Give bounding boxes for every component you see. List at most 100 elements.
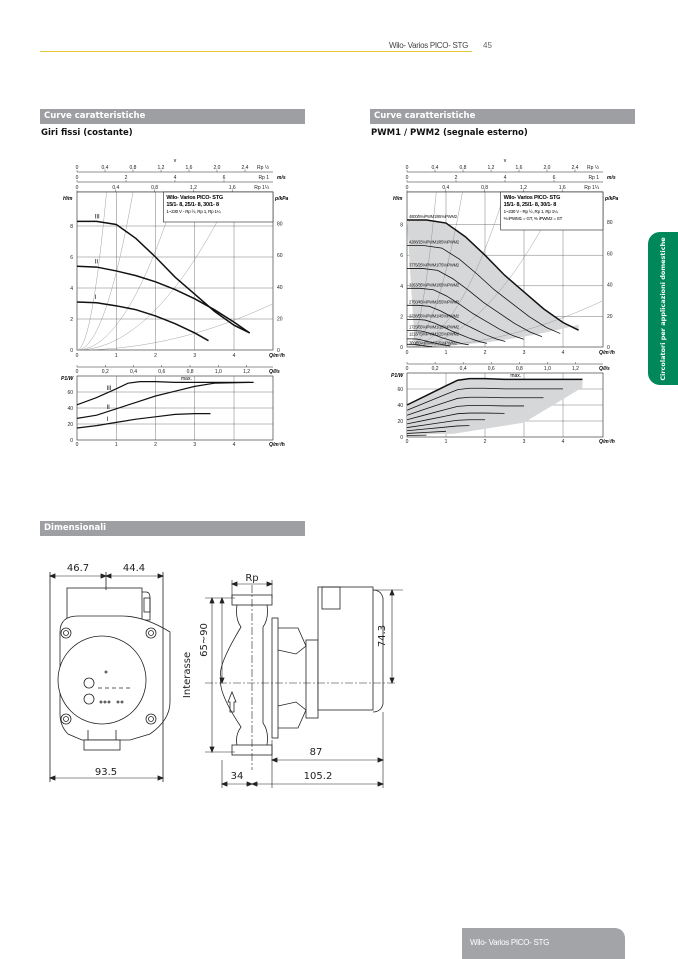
x-tick-label: 1	[445, 439, 448, 445]
power-curve-rpm	[406, 412, 505, 425]
x-tick-label: 2	[154, 353, 157, 359]
y2-axis-label: p/kPa	[274, 196, 289, 202]
header-rule	[40, 51, 472, 52]
y2-tick-label: 0	[277, 348, 280, 354]
power-curve-rpm	[406, 430, 447, 434]
curve-label: 4800/5%iPWM1/95%iPWM2	[409, 214, 458, 219]
velocity-tick-label: 0,4	[442, 185, 449, 191]
x-tick-label: 3	[193, 442, 196, 448]
y-tick-label: 2	[70, 317, 73, 323]
x-axis-label: Q/m³/h	[599, 439, 615, 445]
section-bar-dimensions: Dimensionali	[40, 521, 305, 536]
ls-tick-label: 0,6	[158, 369, 165, 375]
y2-tick-label: 80	[607, 220, 613, 226]
x-tick-label: 4	[233, 442, 236, 448]
y2-tick-label: 0	[607, 345, 610, 351]
header-title: Wilo- Varios PICO- STG	[389, 41, 469, 50]
curve-label: 700/85%iPWM1/15%iPWM2	[409, 341, 458, 346]
x-tick-label: 0	[76, 353, 79, 359]
footer-label: Wilo- Varios PICO- STG	[470, 938, 550, 947]
velocity-unit: m/s	[607, 175, 616, 181]
dim-105-2: 105.2	[304, 771, 333, 782]
x-tick-label: 0	[406, 439, 409, 445]
pipe-size-label: Rp ½	[587, 164, 600, 171]
velocity-tick-label: 4	[174, 175, 177, 181]
velocity-tick-label: 0	[406, 175, 409, 181]
velocity-unit: m/s	[277, 175, 286, 181]
pump-curve-rpm	[407, 343, 433, 348]
power-curve-rpm	[406, 425, 470, 432]
dim-34: 34	[231, 771, 244, 782]
x-axis-label: Q/m³/h	[599, 350, 615, 356]
curve-label: 1725/65%iPWM1/35%iPWM2	[409, 325, 460, 330]
pump-curve-rpm	[407, 287, 524, 340]
side-tab: Circolatori per applicazioni domestiche	[648, 232, 678, 385]
curve-label: I	[95, 295, 97, 301]
dim-93-5: 93.5	[95, 767, 117, 778]
velocity-tick-label: 0,8	[460, 165, 467, 171]
velocity-tick-label: 0	[76, 185, 79, 191]
power-curve-rpm	[406, 419, 485, 428]
power-curve-I	[76, 413, 211, 429]
pump-curve-rpm	[407, 268, 543, 337]
legend-text: % iPWM1 = GT, % iPWM2 = ST	[504, 216, 563, 221]
power-curve-rpm	[406, 405, 524, 421]
pipe-size-label: Rp 1	[588, 175, 599, 181]
x-tick-label: 1	[115, 442, 118, 448]
power-curve-rpm	[406, 396, 544, 416]
pipe-size-label: Rp 1¼	[254, 185, 270, 191]
ls-tick-label: 0,4	[460, 366, 467, 372]
y-axis-label: H/m	[63, 196, 73, 202]
legend-box	[163, 191, 274, 223]
subtitle-pwm: PWM1 / PWM2 (segnale esterno)	[371, 128, 528, 138]
power-tick-label: 60	[67, 390, 73, 396]
y2-tick-label: 40	[607, 283, 613, 289]
pump-curve-rpm	[407, 245, 561, 334]
y-tick-label: 0	[70, 348, 73, 354]
ls-tick-label: 0,6	[488, 366, 495, 372]
footer-tab: Wilo- Varios PICO- STG	[462, 928, 625, 959]
velocity-tick-label: 2,4	[242, 165, 249, 171]
x-tick-label: 1	[445, 350, 448, 356]
velocity-tick-label: 0	[76, 175, 79, 181]
velocity-tick-label: 1,2	[158, 165, 165, 171]
page-number: 45	[483, 41, 492, 50]
velocity-tick-label: 1,2	[190, 185, 197, 191]
system-curve	[77, 192, 233, 350]
velocity-tick-label: 4	[504, 175, 507, 181]
pipe-size-label: Rp 1¼	[584, 185, 600, 191]
y-axis-label: H/m	[393, 196, 403, 202]
power-axis-label: P1/W	[391, 373, 405, 379]
system-curve	[77, 303, 273, 350]
y2-axis-label: p/kPa	[604, 196, 619, 202]
dim-46-7: 46.7	[67, 563, 89, 574]
velocity-tick-label: 0	[406, 185, 409, 191]
x-tick-label: 1	[115, 353, 118, 359]
x-axis-label: Q/m³/h	[269, 353, 285, 359]
pump-front-view	[48, 572, 171, 782]
power-tick-label: 0	[70, 438, 73, 444]
velocity-tick-label: 6	[553, 175, 556, 181]
y-tick-label: 0	[400, 345, 403, 351]
velocity-tick-label: 0,8	[151, 185, 158, 191]
x-tick-label: 0	[76, 442, 79, 448]
y2-tick-label: 40	[277, 285, 283, 291]
max-label: max.	[181, 376, 192, 382]
ls-axis-label: Q/l/s	[599, 366, 610, 372]
power-curve-III	[76, 381, 254, 406]
y-tick-label: 8	[400, 223, 403, 229]
max-label: max.	[510, 373, 521, 379]
dim-74-3: 74.3	[377, 625, 388, 647]
curve-label: 4288/15%iPWM1/85%iPWM2	[409, 240, 460, 245]
power-tick-label: 40	[67, 406, 73, 412]
pump-curve-III	[77, 220, 251, 334]
curve-label: II	[95, 259, 99, 265]
ls-tick-label: 0,2	[432, 366, 439, 372]
velocity-tick-label: 0,4	[102, 165, 109, 171]
ls-tick-label: 0,2	[102, 369, 109, 375]
ls-tick-label: 1,0	[544, 366, 551, 372]
button-icon	[83, 693, 95, 705]
pump-side-view	[205, 580, 403, 788]
